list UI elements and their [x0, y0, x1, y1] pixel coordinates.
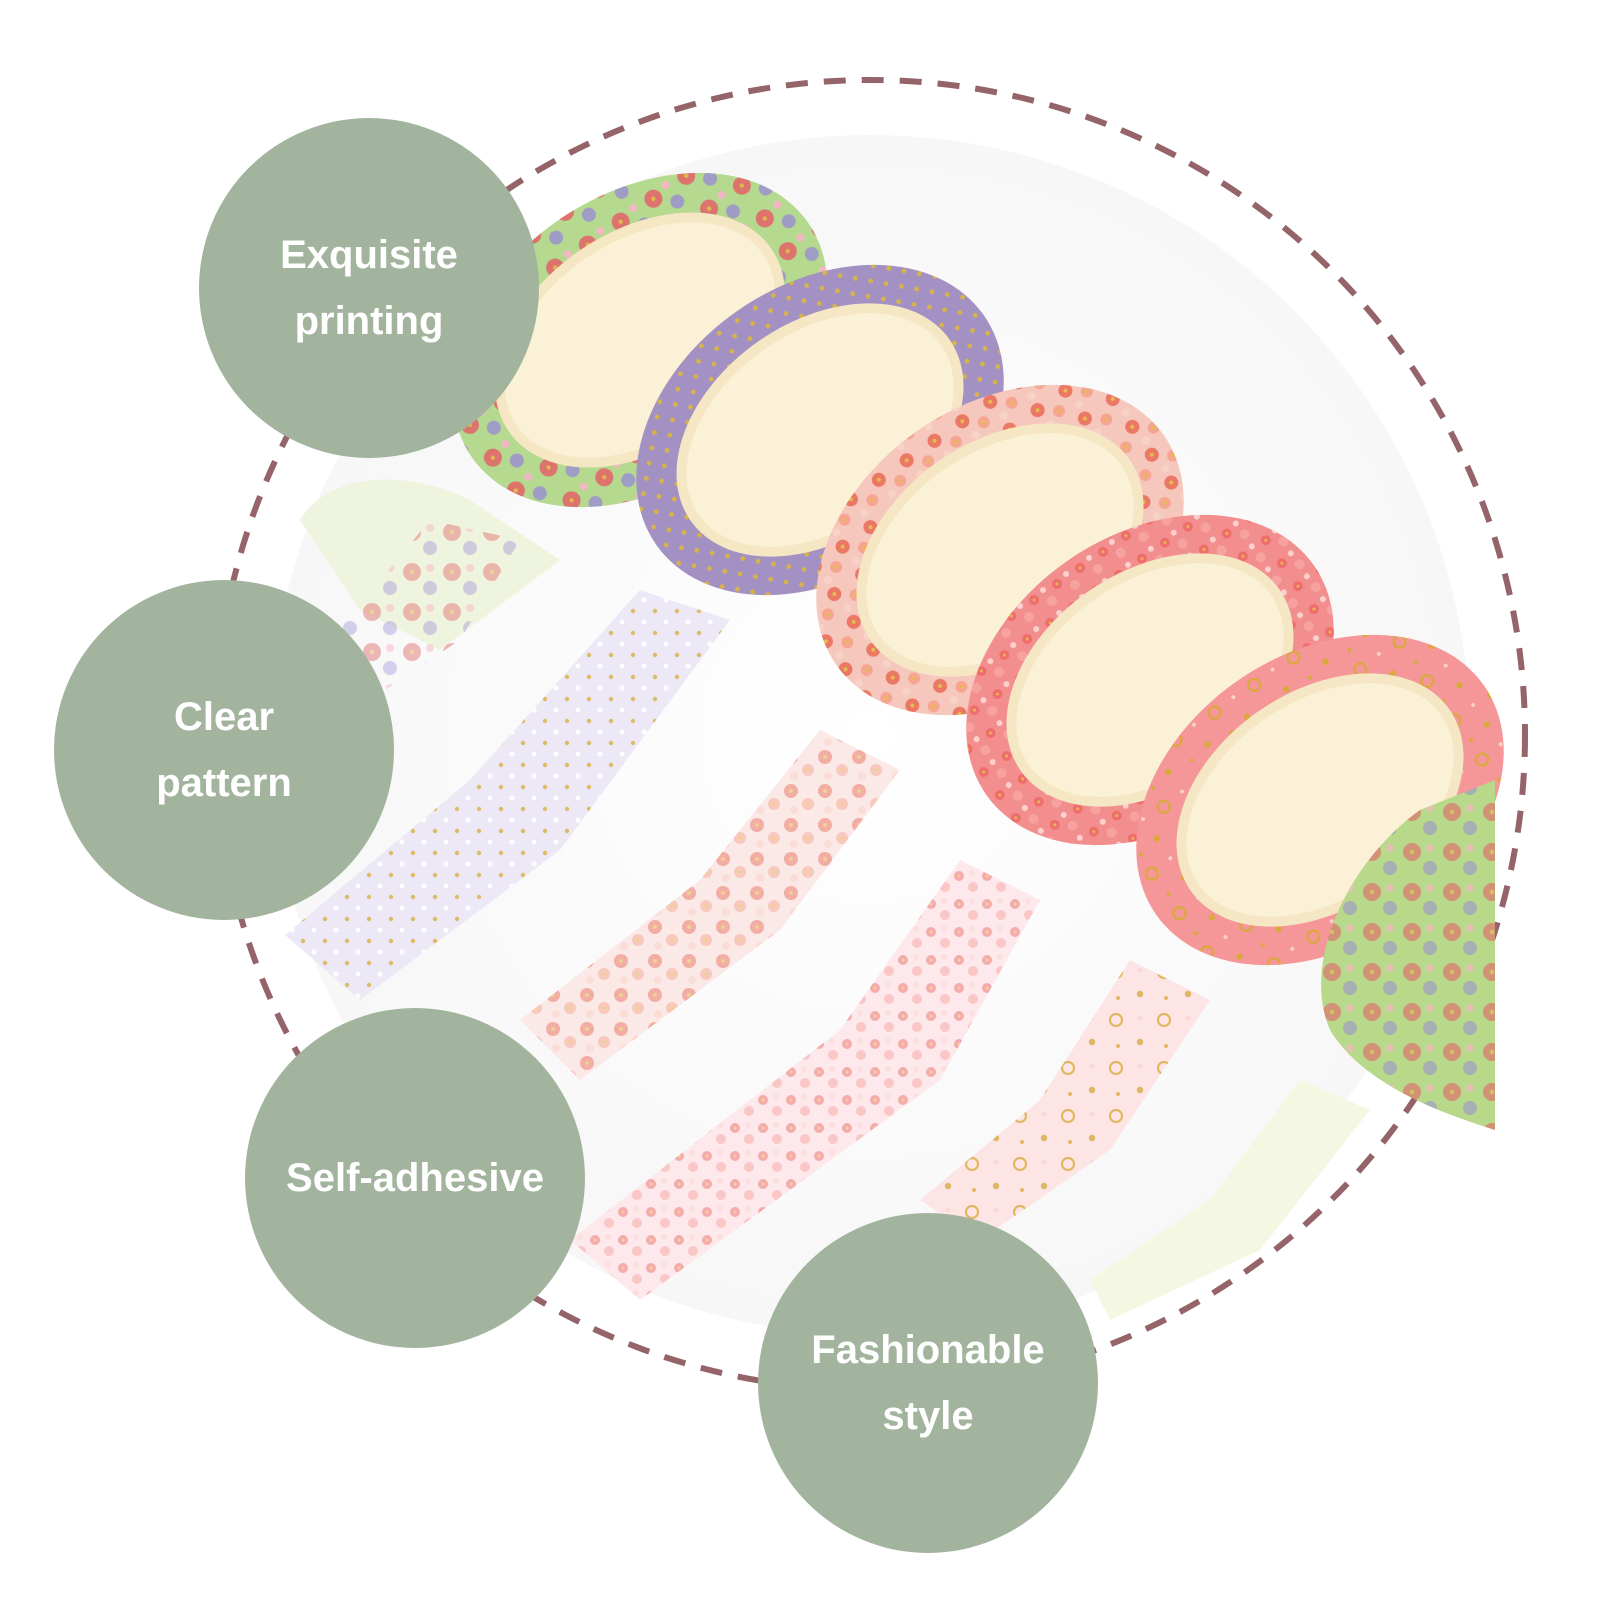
- feature-line: printing: [294, 299, 444, 343]
- feature-badge-exquisite-printing: Exquisite printing: [199, 118, 539, 458]
- tape-strips: [285, 479, 1370, 1320]
- feature-line: Clear: [173, 695, 275, 739]
- feature-badge-clear-pattern: Clear pattern: [54, 580, 394, 920]
- feature-badge-self-adhesive: Self-adhesive: [245, 1008, 585, 1348]
- feature-badge-fashionable-style: Fashionable style: [758, 1213, 1098, 1553]
- feature-line: Self-adhesive: [286, 1156, 544, 1200]
- feature-line: Exquisite: [280, 233, 458, 277]
- feature-line: pattern: [156, 761, 292, 805]
- tape-rolls: [452, 172, 1504, 1130]
- feature-line: Fashionable: [811, 1328, 1045, 1372]
- tape-roll-green-daisy: [1321, 780, 1495, 1130]
- feature-line: style: [882, 1394, 974, 1438]
